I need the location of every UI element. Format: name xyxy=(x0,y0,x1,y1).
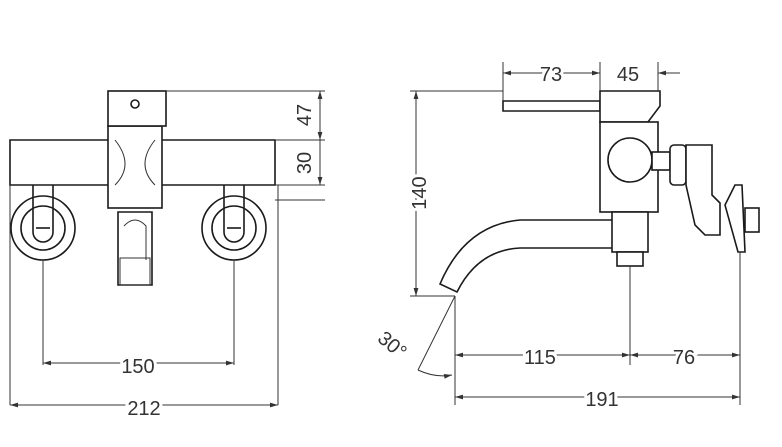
side-body xyxy=(599,121,659,213)
left-escutcheon xyxy=(10,185,76,261)
right-escutcheon xyxy=(201,185,267,261)
side-view: 73 45 140 30° 115 76 191 xyxy=(373,61,760,414)
lever-handle xyxy=(107,90,167,127)
dim-height-top: 47 xyxy=(294,104,316,126)
dim-angle: 30° xyxy=(373,327,410,363)
dim-lever-length: 73 xyxy=(540,64,562,86)
dim-handle-spacing: 150 xyxy=(121,356,154,378)
side-connector xyxy=(651,144,760,253)
central-body xyxy=(107,125,163,209)
dim-total-depth: 191 xyxy=(585,389,618,411)
dim-cartridge-depth: 45 xyxy=(617,64,639,86)
spout-front xyxy=(117,211,153,286)
side-spout xyxy=(438,211,649,294)
dim-height: 140 xyxy=(409,176,431,209)
side-lever xyxy=(502,90,661,123)
dim-width-total: 212 xyxy=(127,398,160,420)
front-view: 150 212 47 30 xyxy=(9,90,325,423)
dim-spout-reach: 115 xyxy=(524,347,556,369)
dim-height-body: 30 xyxy=(294,152,316,174)
dim-wall-offset: 76 xyxy=(673,347,695,369)
